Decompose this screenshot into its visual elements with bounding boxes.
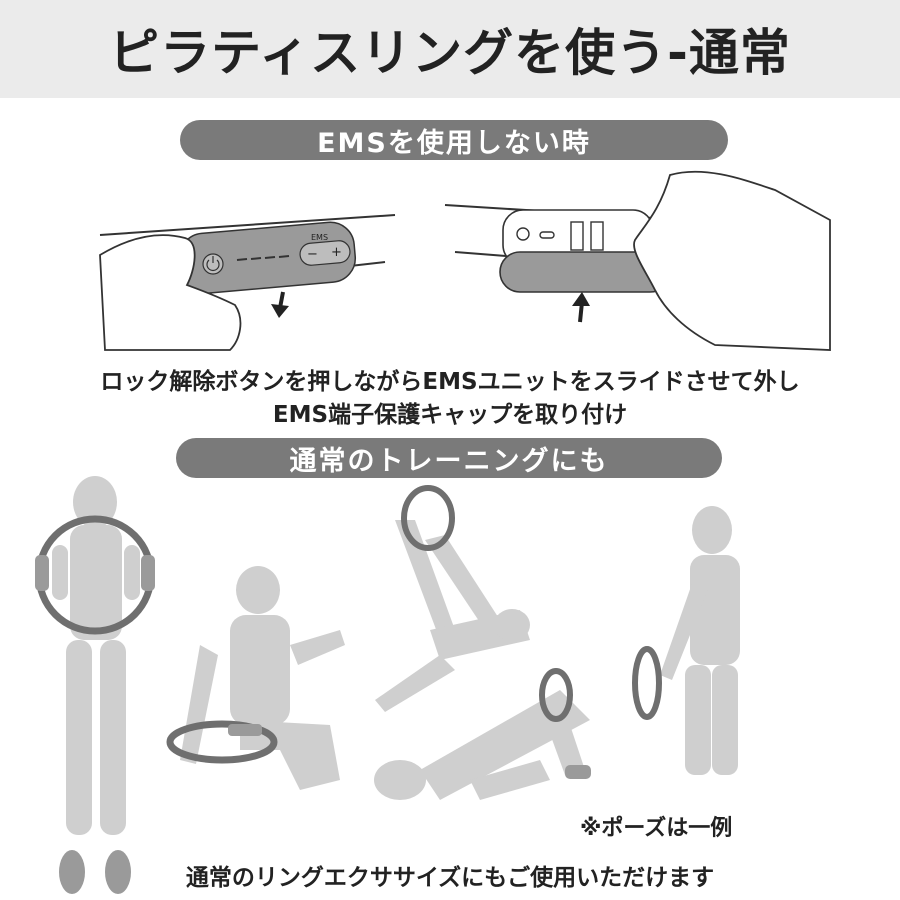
figure-standing-ring (35, 476, 155, 894)
ring-icon (632, 646, 662, 720)
minus-plus-control (299, 240, 351, 266)
exercise-figures (35, 476, 740, 894)
ring-icon (539, 668, 573, 722)
power-icon (206, 256, 220, 271)
ring-icon (401, 485, 455, 551)
figure-side-ring (632, 506, 740, 775)
figure-seated-ring (166, 566, 345, 790)
figure-leg-raise-ring (375, 485, 530, 712)
ems-label: EMS (311, 233, 328, 242)
arrow-up-icon (572, 292, 590, 323)
page-title: ピラティスリングを使う-通常 (109, 24, 791, 82)
plus-label: + (331, 245, 342, 260)
ring-icon (166, 720, 278, 764)
section-label-no-ems: EMSを使用しない時 (180, 120, 728, 160)
hand-left (99, 234, 242, 351)
power-button (202, 253, 224, 275)
figure-bridge-ring (374, 668, 591, 800)
footer-caption: 通常のリングエクササイズにもご使用いただけます (185, 865, 715, 891)
illustration-attach-cap (444, 170, 831, 351)
section-label-normal-training: 通常のトレーニングにも (176, 438, 722, 478)
hand-right (633, 170, 831, 351)
instruction-line-1: ロック解除ボタンを押しながらEMSユニットをスライドさせて外し (100, 369, 800, 395)
arrow-down-icon (271, 291, 289, 318)
pose-note: ※ポーズは一例 (580, 816, 733, 841)
title-banner: ピラティスリングを使う-通常 (0, 0, 900, 98)
illustration-remove-unit: − + EMS (99, 214, 396, 351)
minus-label: − (307, 247, 318, 262)
instruction-line-2: EMS端子保護キャップを取り付け (272, 402, 628, 428)
